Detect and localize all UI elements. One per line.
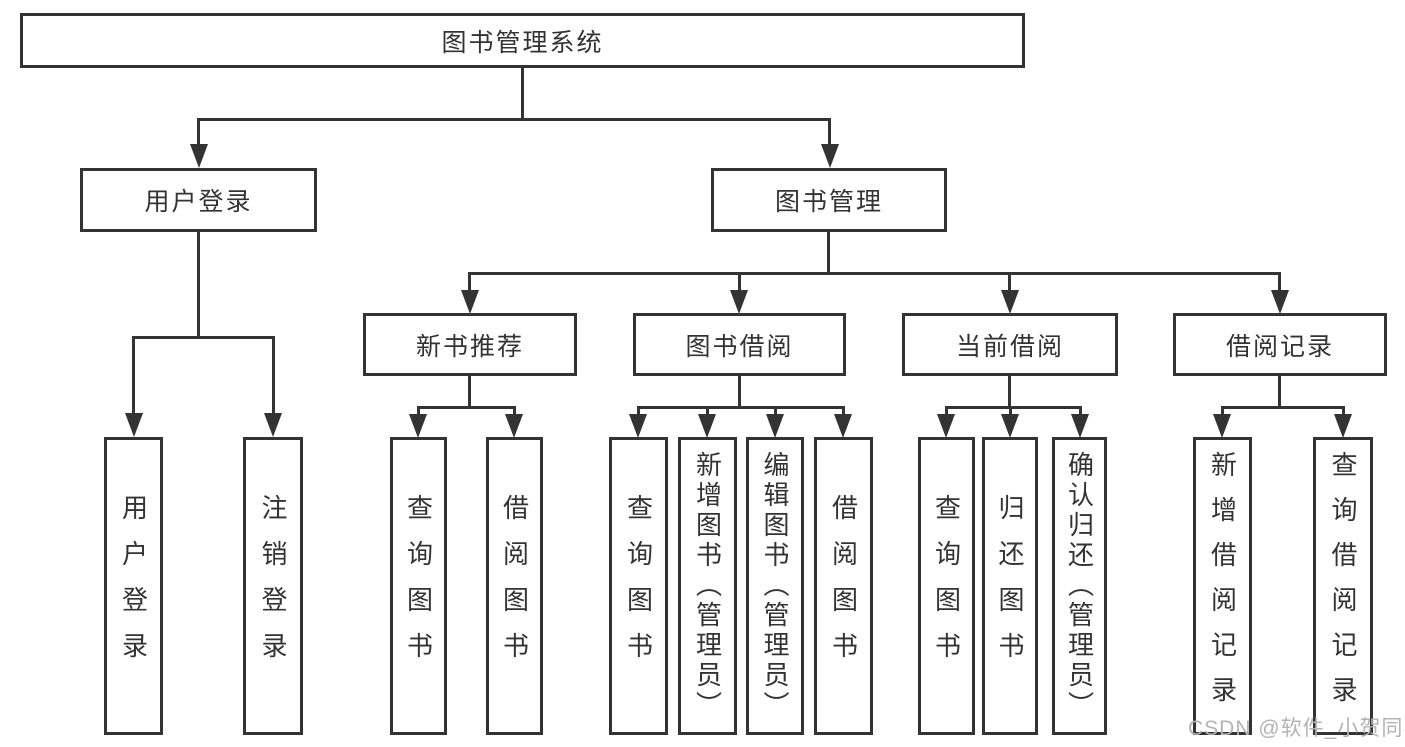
arrow-down-icon: [1271, 290, 1289, 314]
arrow-down-icon: [834, 414, 852, 438]
leaf-logout-label: 注销登录: [258, 494, 288, 678]
arrow-down-icon: [461, 290, 479, 314]
leaf-current-confirm-admin: 确认归还（管理员）: [1052, 437, 1107, 735]
connector: [132, 336, 275, 339]
arrow-down-icon: [821, 144, 839, 168]
connector: [417, 406, 516, 409]
leaf-current-query: 查询图书: [918, 437, 975, 735]
node-book-management: 图书管理: [711, 168, 947, 232]
connector: [132, 336, 135, 415]
node-borrow-record-label: 借阅记录: [1225, 332, 1334, 361]
leaf-borrow-borrow-label: 借阅图书: [828, 494, 859, 678]
connector: [1009, 406, 1012, 416]
node-root-label: 图书管理系统: [441, 28, 604, 57]
connector: [945, 406, 948, 416]
leaf-newbook-borrow-label: 借阅图书: [499, 494, 530, 678]
arrow-down-icon: [1001, 290, 1019, 314]
arrow-down-icon: [766, 414, 784, 438]
leaf-record-add-label: 新增借阅记录: [1207, 451, 1238, 721]
arrow-down-icon: [409, 414, 427, 438]
connector: [738, 376, 741, 409]
node-current-borrow-label: 当前借阅: [955, 332, 1064, 361]
arrow-down-icon: [125, 413, 143, 437]
connector: [945, 406, 1082, 409]
connector: [197, 232, 200, 339]
connector: [1008, 272, 1011, 292]
connector: [197, 118, 200, 146]
leaf-borrow-add-admin-label: 新增图书（管理员）: [692, 451, 723, 721]
leaf-borrow-edit-admin-label: 编辑图书（管理员）: [760, 451, 790, 721]
node-user-login: 用户登录: [80, 168, 317, 232]
connector: [468, 272, 471, 292]
connector: [1278, 272, 1281, 292]
arrow-down-icon: [937, 414, 955, 438]
leaf-borrow-edit-admin: 编辑图书（管理员）: [746, 437, 804, 735]
connector: [637, 406, 845, 409]
connector: [197, 118, 830, 121]
leaf-current-query-label: 查询图书: [931, 494, 962, 678]
connector: [1221, 406, 1345, 409]
connector: [827, 232, 830, 275]
leaf-borrow-query-label: 查询图书: [623, 494, 654, 678]
node-new-book-recommend: 新书推荐: [363, 313, 577, 376]
connector: [1342, 406, 1345, 416]
connector: [272, 336, 275, 415]
connector: [842, 406, 845, 416]
watermark: CSDN @软件_小贺同学: [1188, 717, 1405, 740]
connector: [513, 406, 516, 416]
leaf-logout: 注销登录: [243, 437, 303, 735]
connector: [521, 68, 524, 118]
node-current-borrow: 当前借阅: [902, 313, 1118, 376]
connector: [468, 272, 1281, 275]
leaf-borrow-borrow: 借阅图书: [814, 437, 873, 735]
connector: [637, 406, 640, 416]
connector: [828, 118, 831, 146]
leaf-user-login-label: 用户登录: [118, 494, 149, 678]
arrow-down-icon: [1334, 414, 1352, 438]
node-book-borrow-label: 图书借阅: [685, 332, 794, 361]
leaf-newbook-query-label: 查询图书: [403, 494, 434, 678]
leaf-record-query-label: 查询借阅记录: [1328, 451, 1358, 721]
connector: [774, 406, 777, 416]
arrow-down-icon: [1213, 414, 1231, 438]
leaf-record-query: 查询借阅记录: [1313, 437, 1373, 735]
node-new-book-recommend-label: 新书推荐: [415, 332, 524, 361]
connector: [417, 406, 420, 416]
connector: [706, 406, 709, 416]
leaf-user-login: 用户登录: [104, 437, 163, 735]
connector: [738, 272, 741, 292]
leaf-current-return-label: 归还图书: [995, 494, 1025, 678]
node-user-login-label: 用户登录: [144, 188, 253, 216]
arrow-down-icon: [264, 413, 282, 437]
leaf-record-add: 新增借阅记录: [1193, 437, 1252, 735]
arrow-down-icon: [629, 414, 647, 438]
arrow-down-icon: [505, 414, 523, 438]
arrow-down-icon: [190, 144, 208, 168]
connector: [1079, 406, 1082, 416]
node-book-borrow: 图书借阅: [633, 313, 846, 376]
leaf-newbook-query: 查询图书: [390, 437, 447, 735]
node-book-management-label: 图书管理: [774, 188, 883, 216]
leaf-current-return: 归还图书: [982, 437, 1038, 735]
leaf-borrow-query: 查询图书: [609, 437, 668, 735]
arrow-down-icon: [730, 290, 748, 314]
connector: [1221, 406, 1224, 416]
leaf-newbook-borrow: 借阅图书: [486, 437, 543, 735]
arrow-down-icon: [1001, 414, 1019, 438]
leaf-borrow-add-admin: 新增图书（管理员）: [678, 437, 737, 735]
connector: [468, 376, 471, 409]
arrow-down-icon: [1071, 414, 1089, 438]
node-root: 图书管理系统: [20, 13, 1025, 68]
leaf-current-confirm-admin-label: 确认归还（管理员）: [1064, 451, 1095, 721]
arrow-down-icon: [698, 414, 716, 438]
connector: [1008, 376, 1011, 409]
connector: [1278, 376, 1281, 409]
node-borrow-record: 借阅记录: [1173, 313, 1387, 376]
